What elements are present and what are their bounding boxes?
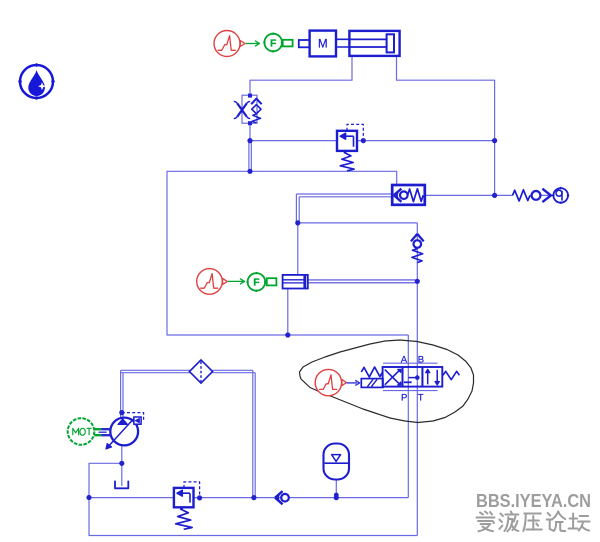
svg-text:F: F bbox=[270, 37, 277, 49]
svg-text:F: F bbox=[253, 277, 260, 289]
svg-text:BBS.IYEYA.CN: BBS.IYEYA.CN bbox=[476, 491, 591, 511]
svg-text:T: T bbox=[418, 393, 424, 404]
svg-text:A: A bbox=[401, 355, 408, 366]
svg-text:B: B bbox=[418, 355, 424, 366]
svg-text:M: M bbox=[318, 39, 328, 51]
svg-text:P: P bbox=[401, 393, 407, 404]
